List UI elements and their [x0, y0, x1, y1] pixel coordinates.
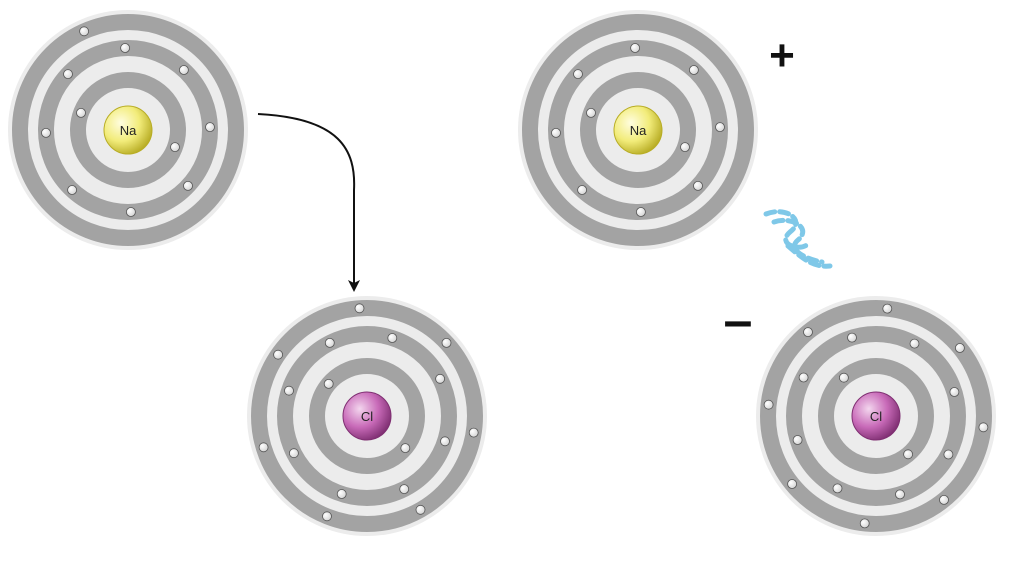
electron	[322, 511, 332, 522]
electron	[882, 303, 893, 314]
electron	[441, 337, 452, 348]
electron	[76, 108, 86, 118]
electron	[693, 180, 703, 191]
electron	[577, 185, 587, 195]
chlorine-atom: Cl	[247, 296, 487, 536]
electron	[170, 142, 180, 153]
electron	[787, 479, 797, 489]
electron	[400, 443, 411, 454]
electron	[79, 26, 89, 37]
electron	[323, 378, 334, 389]
electron	[909, 338, 920, 349]
electron	[832, 483, 843, 494]
electron	[258, 442, 269, 453]
electron	[125, 207, 136, 217]
electron	[354, 303, 365, 314]
sodium-atom: Na	[8, 10, 248, 250]
electron	[205, 122, 215, 132]
electron	[273, 349, 284, 360]
electron	[41, 127, 51, 138]
nucleus	[342, 391, 392, 441]
electron	[63, 69, 73, 79]
electron	[792, 435, 803, 445]
element-symbol: Cl	[361, 409, 373, 424]
bond-stroke-2	[771, 218, 825, 265]
electron	[120, 43, 130, 53]
electron-shell-3	[760, 300, 992, 532]
electron	[636, 207, 646, 217]
nucleus	[103, 105, 153, 155]
electron	[689, 65, 699, 75]
electron	[839, 372, 849, 383]
electron	[949, 387, 960, 397]
electron	[895, 489, 905, 500]
electron	[440, 436, 450, 447]
sodium-ion: Na	[518, 10, 758, 250]
positive-charge-symbol: +	[769, 31, 795, 80]
element-symbol: Na	[630, 123, 647, 138]
electron-shell-2	[786, 326, 966, 506]
electron	[680, 142, 690, 153]
electron	[67, 185, 77, 195]
electron	[943, 449, 954, 460]
electron	[435, 373, 446, 384]
electron	[288, 448, 299, 459]
element-symbol: Na	[120, 123, 137, 138]
electron	[847, 332, 857, 343]
electron-shell-3	[12, 14, 244, 246]
electron	[955, 343, 965, 353]
electron	[859, 518, 870, 529]
electron-shell-1	[818, 358, 934, 474]
bond-stroke-1	[763, 209, 811, 250]
chloride-ion: Cl	[756, 296, 996, 536]
electron-shell-2	[277, 326, 457, 506]
electron	[387, 333, 398, 343]
electron	[284, 385, 294, 396]
electron	[798, 372, 809, 383]
electron	[573, 69, 583, 79]
bond-stroke-3	[785, 243, 833, 269]
electron	[903, 449, 913, 460]
electron	[715, 122, 725, 132]
electron-shell-1	[580, 72, 696, 188]
electron	[803, 327, 813, 338]
electron	[468, 427, 479, 438]
nucleus	[613, 105, 663, 155]
electron	[183, 180, 193, 191]
electron	[551, 127, 561, 138]
electron	[415, 504, 426, 515]
electron	[630, 43, 640, 53]
ionic-bond-squiggle	[763, 209, 833, 269]
electron	[586, 108, 596, 118]
electron-shell-3	[522, 14, 754, 246]
electron	[336, 489, 347, 499]
nucleus	[851, 391, 901, 441]
electron	[939, 494, 949, 505]
electron-shell-1	[309, 358, 425, 474]
electron-shell-3	[251, 300, 483, 532]
element-symbol: Cl	[870, 409, 882, 424]
electron	[324, 337, 335, 348]
negative-charge-symbol: –	[724, 292, 753, 350]
electron	[178, 65, 189, 75]
electron	[978, 422, 989, 433]
electron	[763, 399, 774, 410]
electron	[399, 484, 410, 495]
electron-shell-1	[70, 72, 186, 188]
electron-transfer-arrow	[257, 113, 360, 292]
